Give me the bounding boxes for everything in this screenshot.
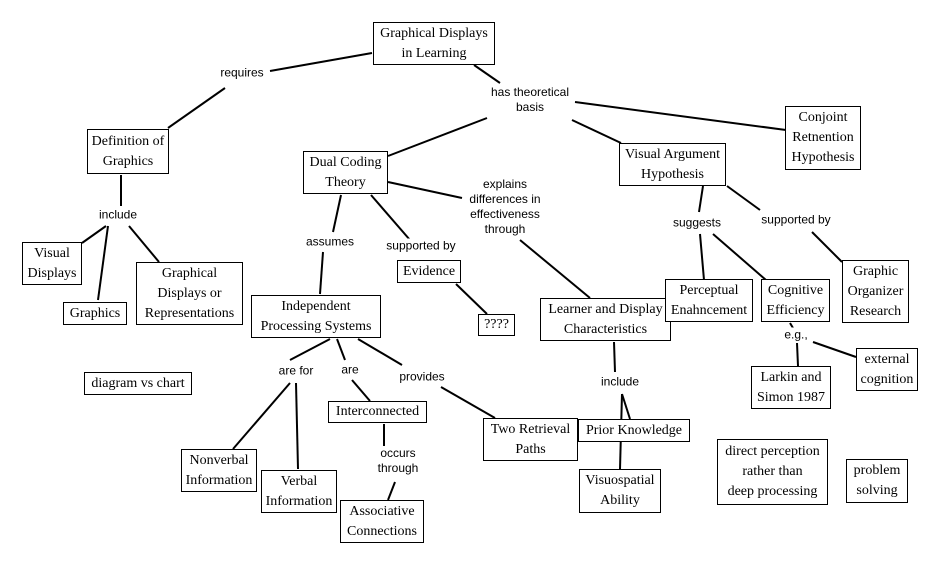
connector-line [473,64,501,84]
link-label-eg: e.g., [782,327,810,343]
connector-line [357,338,403,366]
node-independent-processing-systems: Independent Processing Systems [251,295,381,338]
connector-line [621,393,631,420]
connector-line [81,225,107,244]
connector-line [336,338,346,361]
link-label-are-for: are for [276,363,316,379]
link-label-suggests: suggests [670,215,724,231]
node-definition-of-graphics: Definition of Graphics [87,129,169,174]
connector-line [232,382,291,450]
node-evidence: Evidence [397,260,461,283]
connector-line [351,379,371,402]
node-conjoint-retention-hypothesis: Conjoint Retnention Hypothesis [785,106,861,170]
connector-line [574,101,787,131]
connector-line [387,117,488,157]
connector-line [726,185,761,211]
node-associative-connections: Associative Connections [340,500,424,543]
node-visuospatial-ability: Visuospatial Ability [579,469,661,513]
node-larkin-and-simon-1987: Larkin and Simon 1987 [751,366,831,409]
connector-line [387,481,396,501]
link-label-has-theoretical-basis: has theoretical basis [488,85,572,115]
link-label-provides: provides [397,369,447,385]
node-nonverbal-information: Nonverbal Information [181,449,257,492]
link-label-supported-by-research: supported by [759,212,833,228]
connector-line [167,87,226,129]
connector-line [455,283,488,315]
connector-line [613,341,616,373]
connector-line [269,52,373,72]
connector-line [699,233,705,281]
node-problem-solving: problem solving [846,459,908,503]
node-graphical-displays-or-representations: Graphical Displays or Representations [136,262,243,325]
node-dual-coding-theory: Dual Coding Theory [303,151,388,194]
connector-line [332,194,342,233]
node-learner-and-display-characteristics: Learner and Display Characteristics [540,298,671,341]
link-label-supported-by: supported by [384,238,458,254]
node-interconnected: Interconnected [328,401,427,423]
link-label-explains-differences: explains differences in effectiveness th… [467,177,543,237]
node-diagram-vs-chart: diagram vs chart [84,372,192,395]
node-visual-argument-hypothesis: Visual Argument Hypothesis [619,143,726,186]
connector-line [712,233,767,281]
connector-line [128,225,160,263]
connector-line [812,341,857,358]
connector-line [698,185,704,213]
node-two-retrieval-paths: Two Retrieval Paths [483,418,578,461]
link-label-requires: requires [218,65,266,81]
connector-line [97,225,109,301]
node-cognitive-efficiency: Cognitive Efficiency [761,279,830,322]
connector-line [289,338,331,361]
connector-line [440,386,496,419]
link-label-assumes: assumes [303,234,357,250]
node-visual-displays: Visual Displays [22,242,82,285]
connector-line [811,231,843,263]
node-graphical-displays-in-learning: Graphical Displays in Learning [373,22,495,65]
node-verbal-information: Verbal Information [261,470,337,513]
node-prior-knowledge: Prior Knowledge [578,419,690,442]
node-graphic-organizer-research: Graphic Organizer Research [842,260,909,323]
node-external-cognition: external cognition [856,348,918,391]
connector-line [370,194,411,241]
connector-line [519,239,591,299]
connector-line [319,251,324,295]
link-label-include: include [96,207,140,223]
node-graphics: Graphics [63,302,127,325]
connector-line [789,322,794,329]
link-label-are: are [339,362,361,378]
node-direct-perception: direct perception rather than deep proce… [717,439,828,505]
node-perceptual-enhancement: Perceptual Enahncement [665,279,753,322]
link-label-occurs-through: occurs through [375,446,421,476]
connector-line [796,342,799,367]
connector-line [387,181,463,199]
connector-line [295,382,299,470]
connector-line [571,119,622,144]
link-label-include-characteristics: include [598,374,642,390]
node-unknown: ???? [478,314,515,336]
